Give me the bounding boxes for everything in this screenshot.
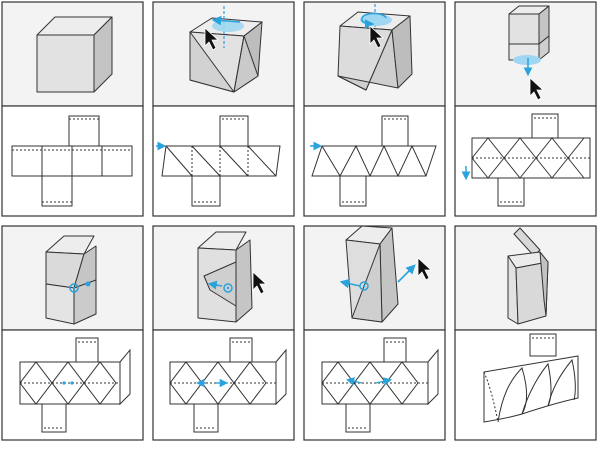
crease-point [85,281,91,287]
antiprism-right-face [391,15,413,89]
net-flap-top [219,115,249,147]
panel-2-net [161,115,281,207]
tall-box-side [235,239,253,323]
panel-4-net [471,113,591,207]
net-flap-bottom [41,403,67,433]
cursor-arrow-icon [417,257,433,281]
spread-arrow-right [375,377,393,386]
panel-6-model [197,231,253,323]
net-square [41,175,73,207]
panel-5-interaction [69,281,91,293]
net-wing [275,348,287,406]
net-flap-bottom [339,175,367,207]
net-square [71,145,103,177]
crease-point [62,381,66,385]
spread-arrow-left [345,377,363,386]
prism-side-fold [233,35,259,93]
panel-8-model [507,227,549,325]
crease-point [72,286,76,290]
spread-arrow-left [339,278,361,289]
net-square [41,145,73,177]
prism-fold-face [189,31,235,93]
net-square [101,145,133,177]
net-flap-bottom [345,403,371,433]
cube-front-face [36,34,95,93]
cursor-arrow-icon [252,271,268,295]
crease-drag-arrow [207,280,223,290]
crease-point [362,284,366,288]
panel-3-net [311,115,437,207]
net-flap-bottom [193,403,219,433]
rotate-arrow [361,12,387,29]
panel-1-model [36,16,113,93]
open-box-lid [513,227,541,257]
rotation-arrow [211,15,241,26]
cursor-arrow-icon [529,77,545,101]
panel-4-model [508,5,550,61]
panel-3-interaction [360,4,392,49]
net-wing [119,348,131,406]
panel-7-model [345,225,399,323]
net-flap-top [75,337,99,363]
panel-5-net [19,337,131,433]
net-flap-top [383,337,407,363]
panel-4-interaction [513,55,545,101]
cursor-arrow-icon [369,25,385,49]
panel-2-interaction [204,6,244,51]
net-square [68,115,100,147]
crease-point [69,283,79,293]
crease-point [70,381,74,385]
upper-block-front [508,13,540,45]
crease-point [226,286,230,290]
net-flap-top [381,115,409,147]
crease-point [223,283,233,293]
cursor-arrow-icon [204,27,220,51]
lower-block-side [538,35,550,61]
panel-7-net [321,337,439,433]
net-square [11,145,43,177]
net-flap-top [531,113,559,139]
net-wing [427,348,439,406]
panel-5-model [45,235,97,325]
open-box-side [539,251,549,317]
panel-8-net [483,333,579,423]
panel-7-interaction [339,257,433,291]
spread-arrow-right [397,264,416,283]
panel-6-interaction [207,271,268,295]
panel-2-model [189,17,263,93]
net-flap-top [229,337,253,363]
net-flap-bottom [191,175,221,207]
cube-side-face [93,16,113,93]
panel-6-net [169,337,287,433]
panel-1-net [11,115,133,207]
net-flap-top [529,333,557,357]
net-flap-bottom [497,177,525,207]
extrude-disc [513,55,541,65]
